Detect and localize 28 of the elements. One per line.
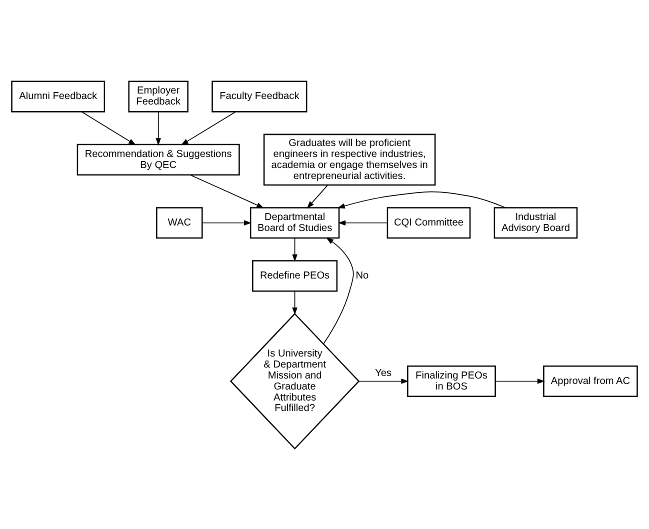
arrow xyxy=(323,236,354,344)
edge-label: No xyxy=(356,270,369,282)
node-box: Finalizing PEOs in BOS xyxy=(407,364,496,397)
arrow xyxy=(81,110,136,145)
arrow xyxy=(338,220,388,226)
node-box: Approval from AC xyxy=(543,364,638,397)
arrow xyxy=(358,378,409,384)
node-box: Industrial Advisory Board xyxy=(494,206,578,238)
arrow xyxy=(202,220,252,226)
arrow xyxy=(337,190,506,208)
node-box: Faculty Feedback xyxy=(212,80,308,112)
arrow xyxy=(292,237,298,262)
arrow xyxy=(190,174,264,208)
node-box: Employer Feedback xyxy=(128,80,188,112)
node-box: Departmental Board of Studies xyxy=(250,206,340,238)
arrow xyxy=(292,290,298,315)
node-box: Redefine PEOs xyxy=(252,260,338,292)
node-box: Alumni Feedback xyxy=(11,80,106,112)
node-box: WAC xyxy=(156,206,203,238)
arrow xyxy=(495,378,545,384)
arrow xyxy=(180,110,236,145)
node-box: Graduates will be proficient engineers in respective industries, academia or engage themselves in entrepreneurial activities. xyxy=(263,133,436,186)
edge-label: Yes xyxy=(375,367,392,378)
node-box: Recommendation & Suggestions By QEC xyxy=(76,143,240,175)
node-box: CQI Committee xyxy=(386,206,471,238)
node-diamond: Is University & Department Mission and Graduate Attributes Fulfilled? xyxy=(230,312,360,450)
arrow xyxy=(306,184,328,208)
arrow xyxy=(156,111,161,146)
